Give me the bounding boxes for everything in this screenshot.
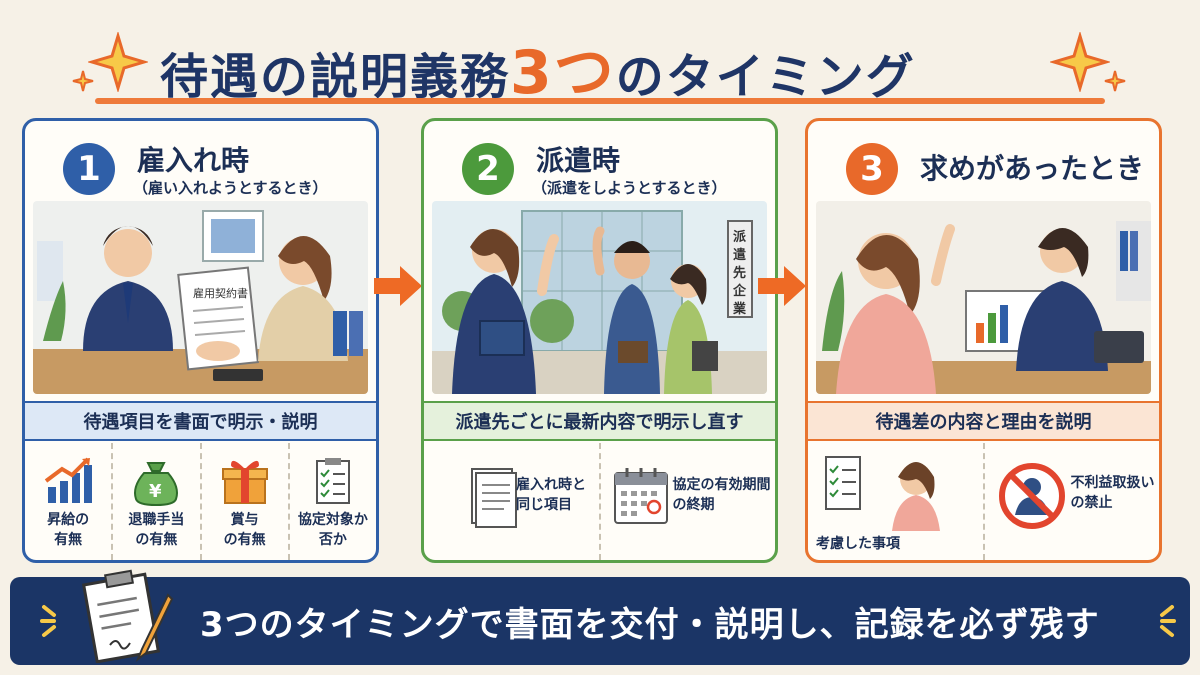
item-agreement: 協定対象か否か xyxy=(287,443,376,560)
item-label-line1: 協定対象か xyxy=(297,512,368,528)
prohibited-icon xyxy=(998,463,1065,529)
contract-label: 雇用契約書 xyxy=(193,286,248,300)
sparkle-icon xyxy=(88,32,148,92)
panel-title: 求めがあったとき xyxy=(920,152,1145,185)
item-label-line1: 協定の有効期間 xyxy=(672,477,771,493)
sign-char: 先 xyxy=(733,265,746,281)
sign-char: 遣 xyxy=(733,247,746,263)
sparkle-small-icon-right xyxy=(1104,70,1126,92)
panel-dispatch: 2 派遣時 （派遣をしようとするとき） 派遣先企業 xyxy=(421,118,778,563)
item-label-line2: 否か xyxy=(318,532,347,548)
page-title: 待遇の説明義務3つのタイミング xyxy=(160,24,916,111)
calendar-icon xyxy=(613,468,668,524)
document-icon xyxy=(471,468,517,528)
item-label-line2: の終期 xyxy=(672,497,715,513)
clipboard-pen-icon xyxy=(81,569,174,663)
panel-banner: 待遇差の内容と理由を説明 xyxy=(808,401,1159,441)
item-label-line1: 昇給の xyxy=(47,512,90,528)
step-number-badge: 3 xyxy=(846,143,898,195)
item-label-line1: 考慮した事項 xyxy=(816,536,900,552)
item-label-line2: 有無 xyxy=(54,532,83,548)
sparkle-small-icon-right xyxy=(1160,605,1176,637)
panel-title: 派遣時 xyxy=(536,144,621,177)
item-no-disadvantage: 不利益取扱いの禁止 xyxy=(982,443,1160,560)
item-label-line2: 同じ項目 xyxy=(516,497,572,513)
item-label-line1: 不利益取扱い xyxy=(1070,475,1155,491)
item-bonus: 賞与の有無 xyxy=(199,443,288,560)
title-tail: のタイミング xyxy=(615,49,916,105)
panel-hiring: 1 雇入れ時 （雇い入れようとするとき） 雇用契約書 xyxy=(22,118,379,563)
item-label-line2: の有無 xyxy=(223,532,266,548)
panel-banner: 待遇項目を書面で明示・説明 xyxy=(25,401,376,441)
panel-on-request: 3 求めがあったとき 待遇差の内容と理由を説明 xyxy=(805,118,1162,563)
item-raise: 昇給の有無 xyxy=(25,443,111,560)
arrow-right-icon xyxy=(758,266,806,306)
step-number-badge: 1 xyxy=(63,143,115,195)
item-considerations: 考慮した事項 xyxy=(808,443,983,560)
sign-char: 業 xyxy=(732,301,747,317)
panel-banner: 派遣先ごとに最新内容で明示し直す xyxy=(424,401,775,441)
item-label-line1: 雇入れ時と xyxy=(516,477,586,493)
panel-subtitle: （雇い入れようとするとき） xyxy=(133,179,328,197)
item-list: 考慮した事項 不利益取扱いの禁止 xyxy=(808,443,1159,560)
item-label-line2: の禁止 xyxy=(1070,495,1113,511)
illustration-handshake: 雇用契約書 xyxy=(33,201,368,394)
company-sign: 派遣先企業 xyxy=(732,230,747,317)
item-same-items: 雇入れ時と同じ項目 xyxy=(424,443,599,560)
item-list: 雇入れ時と同じ項目 協定の有効期間の終期 xyxy=(424,443,775,560)
footer-banner: 3つのタイミングで書面を交付・説明し、記録を必ず残す xyxy=(10,569,1190,665)
checklist-person-icon xyxy=(825,456,940,531)
sparkle-icon-right xyxy=(1050,32,1110,92)
sign-char: 派 xyxy=(733,230,747,245)
item-agreement-period: 協定の有効期間の終期 xyxy=(598,443,776,560)
sparkle-small-icon xyxy=(40,605,56,637)
item-retirement: ¥ 退職手当の有無 xyxy=(111,443,199,560)
chart-up-icon xyxy=(44,457,93,503)
title-underline xyxy=(95,98,1105,104)
svg-text:¥: ¥ xyxy=(149,481,162,502)
illustration-consultation xyxy=(816,201,1151,394)
item-label-line1: 退職手当 xyxy=(128,512,185,528)
title-area: 待遇の説明義務3つのタイミング xyxy=(0,18,1200,108)
item-label-line1: 賞与 xyxy=(230,512,259,528)
title-highlight: 3つ xyxy=(510,38,616,108)
item-list: 昇給の有無 ¥ 退職手当の有無 賞与の有無 xyxy=(25,443,376,560)
money-bag-icon: ¥ xyxy=(134,462,179,507)
gift-icon xyxy=(221,460,268,504)
checklist-icon xyxy=(315,458,350,504)
step-number-badge: 2 xyxy=(462,143,514,195)
illustration-dispatch: 派遣先企業 xyxy=(432,201,767,394)
panel-subtitle: （派遣をしようとするとき） xyxy=(532,179,727,197)
sign-char: 企 xyxy=(732,283,747,299)
panel-title: 雇入れ時 xyxy=(137,144,250,177)
footer-message: 3つのタイミングで書面を交付・説明し、記録を必ず残す xyxy=(200,605,1100,645)
title-main: 待遇の説明義務 xyxy=(160,49,511,105)
sparkle-small-icon xyxy=(72,70,94,92)
item-label-line2: の有無 xyxy=(135,532,178,548)
arrow-right-icon xyxy=(374,266,422,306)
